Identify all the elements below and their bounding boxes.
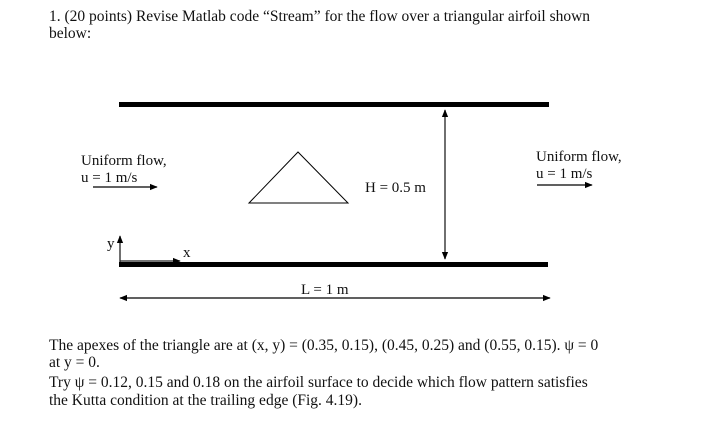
left-velocity-label: u = 1 m/s <box>81 170 138 186</box>
y-axis-label: y <box>107 236 115 252</box>
left-uniform-flow-label: Uniform flow, <box>81 153 167 169</box>
right-uniform-flow-label: Uniform flow, <box>536 149 622 165</box>
bottom-wall <box>119 262 548 267</box>
description-line-4: the Kutta condition at the trailing edge… <box>49 392 362 409</box>
description-line-3: Try ψ = 0.12, 0.15 and 0.18 on the airfo… <box>49 374 588 391</box>
problem-statement-line-2: below: <box>49 25 92 42</box>
top-wall <box>119 102 549 107</box>
problem-statement-line-1: 1. (20 points) Revise Matlab code “Strea… <box>49 8 591 25</box>
description-line-1: The apexes of the triangle are at (x, y)… <box>49 337 599 354</box>
right-velocity-label: u = 1 m/s <box>536 166 593 182</box>
description-line-2: at y = 0. <box>49 354 100 371</box>
triangular-airfoil <box>247 151 350 204</box>
height-label: H = 0.5 m <box>365 180 426 196</box>
x-axis-label: x <box>183 245 191 261</box>
length-label: L = 1 m <box>301 282 349 298</box>
